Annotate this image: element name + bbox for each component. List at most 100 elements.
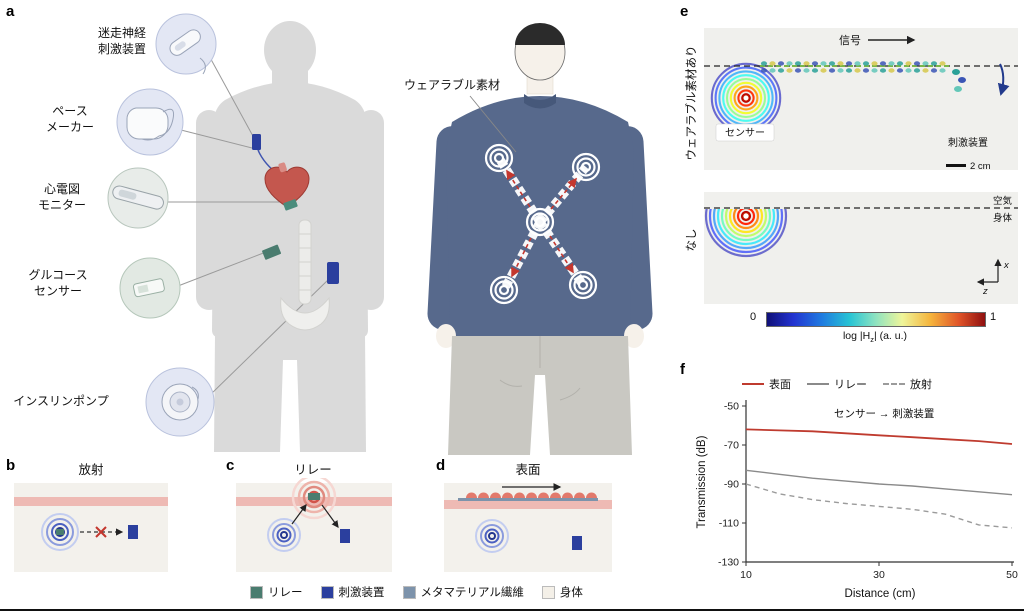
chart-legend-item-radiation: 放射 [883,376,932,392]
panel-f-label: f [680,361,685,378]
field-rings-without-material [704,209,788,258]
device-label-glucose-sensor: グルコース センサー [28,268,88,298]
svg-text:-130: -130 [718,557,739,569]
bcd-legend: リレー 刺激装置 メタマテリアル繊維 身体 [250,584,583,600]
device-bubble-ecg-monitor [107,167,169,229]
radiation-source-rings [41,513,79,551]
axes-indicator: x z [976,258,1010,297]
sensor-label: センサー [725,127,765,139]
panel-e-graphic: 信号 センサー 刺激装置 2 cm 空気 身体 x z [704,28,1018,304]
body-swatch [541,585,555,599]
panel-a-graphic [107,13,653,455]
chart-legend-item-surface: 表面 [742,376,791,392]
stimulator-swatch [320,585,334,599]
implant-insulin-pump [327,262,339,284]
chart-legend: 表面 リレー 放射 [742,376,932,392]
relay-source-rings [267,518,301,552]
stimulator-label: 刺激装置 [948,136,988,149]
legend-label-body: 身体 [559,587,583,599]
chart-legend-item-relay: リレー [807,376,867,392]
device-label-ecg-monitor: 心電図 モニター [37,182,86,212]
colorbar-max: 1 [990,311,997,323]
scale-bar-label: 2 cm [970,161,991,172]
colorbar-caption-sub: z [870,335,874,345]
device-bubble-insulin-pump [145,367,215,437]
clothed-figure [427,23,653,455]
textile-pattern [484,143,601,305]
svg-text:-70: -70 [724,440,739,452]
stimulator-node [572,536,582,550]
wearable-material-label: ウェアラブル素材 [403,78,500,92]
metamaterial-fiber [458,498,598,501]
simulation-with-material: 信号 センサー 刺激装置 2 cm [704,28,1018,172]
ecg-monitor-icon [112,185,164,210]
surface-line-sample [742,383,764,385]
relay-rings [291,478,337,520]
radiation-line-sample [883,383,905,385]
surface-wave-dots [760,61,946,73]
pacemaker-icon [126,107,169,140]
without-material-label: なし [686,228,698,252]
svg-text:-90: -90 [724,479,739,491]
legend-label-metamaterial: メタマテリアル繊維 [420,587,524,599]
metamaterial-bumps [466,492,597,498]
device-label-pacemaker: ペース メーカー [45,104,94,134]
svg-text:10: 10 [740,569,752,581]
relay-node [308,493,320,500]
stimulator-node [340,529,350,543]
relay-swatch [250,585,263,599]
panel-c-label: c [226,457,235,474]
diagram-surface [444,483,612,572]
figure-hand-left [436,324,456,348]
body-silhouette [196,21,384,452]
figure-bottom-border [0,609,1024,611]
chart-legend-label-surface: 表面 [769,379,791,391]
ecg-patch [283,199,298,211]
implant-glucose-sensor [262,244,281,260]
body-label: 身体 [993,212,1013,224]
panel-d-label: d [436,457,446,474]
surface-source-rings [475,519,509,553]
sensor-label-box [715,123,775,142]
legend-label-stimulator: 刺激装置 [338,587,385,599]
air-label: 空気 [993,195,1013,207]
device-bubble-pacemaker [116,88,184,156]
panels-bcd-graphic [14,478,612,572]
glucose-sensor-icon [132,278,165,298]
diagram-relay [236,478,392,572]
colorbar-caption: log |Hz| (a. u.) [766,330,984,344]
scale-bar [946,164,966,167]
panel-c-title: リレー [294,463,332,477]
svg-text:30: 30 [873,569,885,581]
panel-a-label: a [6,3,15,20]
blocked-x-icon [95,526,107,538]
colorbar-min: 0 [750,311,757,323]
wearable-label-line [469,95,517,153]
implants-on-body [252,134,339,331]
axis-z-label: z [982,286,988,297]
figure-hand-right [624,324,644,348]
signal-label: 信号 [839,34,861,47]
device-bubble-glucose-sensor [119,257,181,319]
textile-spiral-nodes [484,143,601,305]
legend-label-relay: リレー [268,587,303,599]
panel-b-label: b [6,457,16,474]
spine-graphic [280,219,330,331]
legend-item-metamaterial: メタマテリアル繊維 [402,584,524,600]
panel-d-title: 表面 [515,463,541,477]
implant-stimulator-chest [252,134,261,150]
downlink-arrow [997,63,1010,96]
svg-text:-110: -110 [719,518,739,530]
panel-b-title: 放射 [78,463,104,477]
receiver-disturbance [952,69,966,92]
simulation-without-material: 空気 身体 x z [704,192,1018,304]
device-label-insulin-pump: インスリンポンプ [13,394,109,408]
metamaterial-swatch [402,585,416,599]
stimulator-node [128,525,138,539]
device-bubble-vagus-stimulator [155,13,217,75]
figure-pants [448,336,632,455]
colorbar [766,312,986,327]
chart-annotation: センサー → 刺激装置 [834,408,935,420]
